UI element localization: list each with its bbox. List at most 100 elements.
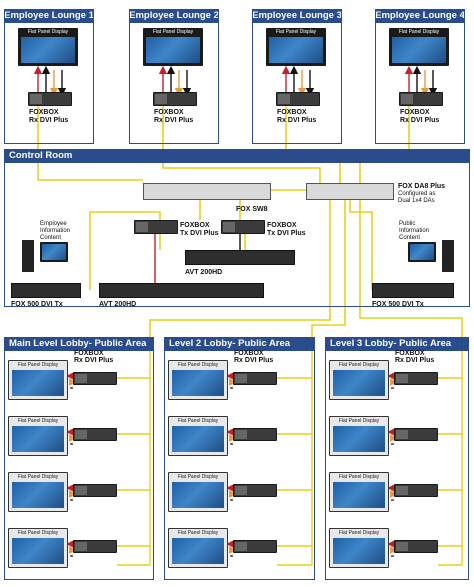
avt-200hd-unit-1: [185, 250, 295, 265]
fox-da8-distribution-amp: [306, 183, 394, 200]
fiber-level2-lobby: [311, 200, 346, 345]
lounge-4-header: Employee Lounge 4: [375, 9, 465, 23]
level2-lobby-receiver-4: [233, 540, 277, 553]
lounge-3-receiver: [276, 92, 320, 106]
employee-info-label-2: Information: [40, 228, 71, 234]
avt-200hd-unit-2: [99, 283, 264, 298]
fiber-lounge-2: [162, 106, 321, 183]
tx-1-label-1: FOXBOX: [180, 222, 210, 229]
level3-lobby-rx-label-2: Rx DVI Plus: [395, 357, 435, 364]
lounge-3-header: Employee Lounge 3: [252, 9, 342, 23]
public-info-label-2: Information: [399, 228, 430, 234]
lounge-2-rx-label-2: Rx DVI Plus: [154, 117, 194, 124]
level2-lobby-rx-label-2: Rx DVI Plus: [234, 357, 274, 364]
main-lobby-receiver-4: [73, 540, 117, 553]
fox-500-tx-left: [11, 283, 81, 298]
lounge-4-display: Flat Panel Display: [389, 28, 449, 66]
lounge-4-receiver: [399, 92, 443, 106]
lounge-4-rx-label-1: FOXBOX: [400, 109, 430, 116]
lobby-2-riser: [438, 345, 463, 566]
level3-lobby-receiver-3: [394, 484, 438, 497]
tx-2-label-2: Tx DVI Plus: [267, 230, 306, 237]
fiber-lounge-1: [37, 106, 143, 181]
employee-info-label-3: Content: [40, 235, 62, 241]
fiber-fox500-right: [349, 200, 373, 290]
lounge-1-rx-label-2: Rx DVI Plus: [29, 117, 69, 124]
tx-1-label-2: Tx DVI Plus: [180, 230, 219, 237]
level3-lobby-receiver-2: [394, 428, 438, 441]
lounge-4-rx-label-2: Rx DVI Plus: [400, 117, 440, 124]
control-room-box: [4, 149, 470, 307]
main-lobby-rx-label-1: FOXBOX: [74, 350, 104, 357]
lounge-1-rx-label-1: FOXBOX: [29, 109, 59, 116]
level3-lobby-receiver-1: [394, 372, 438, 385]
lobby-1-riser: [277, 345, 313, 566]
fox-sw8-label: FOX SW8: [236, 206, 268, 213]
level3-lobby-receiver-4: [394, 540, 438, 553]
main-lobby-box: [4, 337, 154, 580]
level2-lobby-receiver-2: [233, 428, 277, 441]
fox-sw8-switcher: [143, 183, 271, 200]
employee-info-monitor: [40, 242, 68, 262]
fox-500-tx-left-label: FOX 500 DVI Tx: [11, 301, 63, 308]
main-lobby-receiver-1: [73, 372, 117, 385]
lounge-2-display: Flat Panel Display: [143, 28, 203, 66]
tx-2-transmitter: [221, 220, 265, 234]
lounge-2-receiver: [153, 92, 197, 106]
main-lobby-display-3: Flat Panel Display: [8, 472, 68, 512]
level3-lobby-display-4: Flat Panel Display: [329, 528, 389, 568]
lounge-3-box: [252, 9, 342, 144]
public-info-pc: [442, 240, 454, 272]
lobby-0-riser: [117, 345, 151, 566]
lounge-1-receiver: [28, 92, 72, 106]
level2-lobby-receiver-1: [233, 372, 277, 385]
lounge-2-rx-label-1: FOXBOX: [154, 109, 184, 116]
main-lobby-display-4: Flat Panel Display: [8, 528, 68, 568]
level3-lobby-display-3: Flat Panel Display: [329, 472, 389, 512]
lounge-2-box: [129, 9, 219, 144]
main-lobby-header: Main Level Lobby- Public Area: [4, 337, 154, 351]
main-lobby-receiver-2: [73, 428, 117, 441]
avt-200hd-label-1: AVT 200HD: [185, 269, 223, 276]
lounge-1-box: [4, 9, 94, 144]
level3-lobby-display-1: Flat Panel Display: [329, 360, 389, 400]
public-info-label-3: Content: [399, 235, 421, 241]
lounge-3-display: Flat Panel Display: [266, 28, 326, 66]
fox-500-tx-right: [372, 283, 454, 298]
fox-da8-label-1: FOX DA8 Plus: [398, 183, 446, 190]
fiber-main-lobby: [149, 200, 331, 345]
lounge-3-rx-label-2: Rx DVI Plus: [277, 117, 317, 124]
level2-lobby-display-4: Flat Panel Display: [168, 528, 228, 568]
level2-lobby-display-3: Flat Panel Display: [168, 472, 228, 512]
employee-info-pc: [22, 240, 34, 272]
tx-2-label-1: FOXBOX: [267, 222, 297, 229]
fiber-fox500-left: [89, 211, 161, 290]
tx-1-transmitter: [134, 220, 178, 234]
fiber-level3-lobby: [359, 200, 463, 345]
avt-200hd-label-2: AVT 200HD: [99, 301, 137, 308]
main-lobby-display-2: Flat Panel Display: [8, 416, 68, 456]
public-info-label-1: Public: [399, 221, 416, 227]
lounge-1-header: Employee Lounge 1: [4, 9, 94, 23]
level2-lobby-box: [164, 337, 315, 580]
lounge-3-rx-label-1: FOXBOX: [277, 109, 307, 116]
fox-da8-label-2: Configured as: [398, 191, 436, 197]
level2-lobby-rx-label-1: FOXBOX: [234, 350, 264, 357]
main-lobby-rx-label-2: Rx DVI Plus: [74, 357, 114, 364]
lounge-2-header: Employee Lounge 2: [129, 9, 219, 23]
level2-lobby-receiver-3: [233, 484, 277, 497]
level3-lobby-box: [325, 337, 469, 580]
main-lobby-receiver-3: [73, 484, 117, 497]
lounge-4-box: [375, 9, 465, 144]
level2-lobby-header: Level 2 Lobby- Public Area: [164, 337, 315, 351]
main-lobby-display-1: Flat Panel Display: [8, 360, 68, 400]
level2-lobby-display-1: Flat Panel Display: [168, 360, 228, 400]
control-room-header: Control Room: [4, 149, 470, 163]
level3-lobby-rx-label-1: FOXBOX: [395, 350, 425, 357]
fox-da8-label-3: Dual 1x4 DAs: [398, 198, 435, 204]
level3-lobby-header: Level 3 Lobby- Public Area: [325, 337, 469, 351]
public-info-monitor: [408, 242, 436, 262]
lounge-1-display: Flat Panel Display: [18, 28, 78, 66]
level2-lobby-display-2: Flat Panel Display: [168, 416, 228, 456]
